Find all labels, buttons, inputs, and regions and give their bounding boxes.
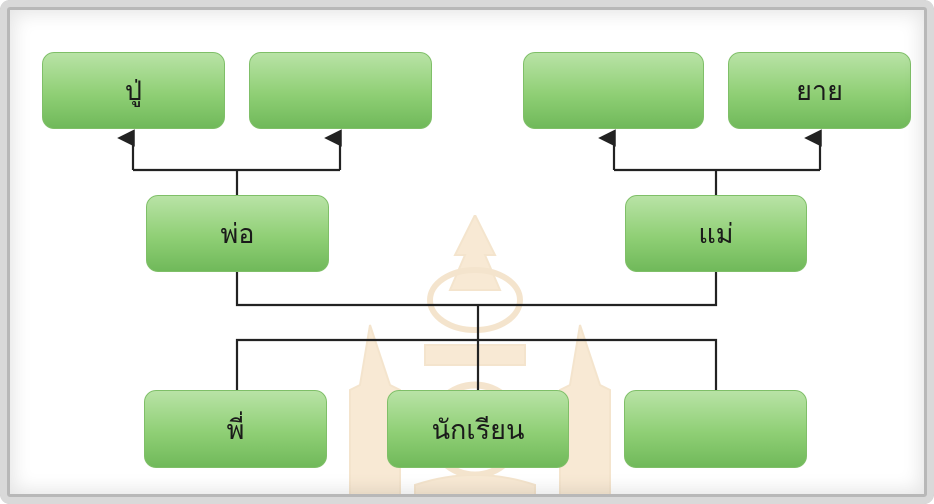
- elder-sibling-label: พี่: [226, 414, 245, 446]
- elder-sibling-box: พี่: [144, 390, 327, 468]
- grandmother-paternal-box: [249, 52, 432, 129]
- student-box: นักเรียน: [387, 390, 569, 468]
- connector-father-parents: [133, 168, 340, 195]
- father-label: พ่อ: [220, 219, 255, 250]
- grandmother-maternal-label: ยาย: [796, 76, 843, 107]
- grandmother-maternal-box: ยาย: [728, 52, 911, 129]
- grandfather-paternal-box: ปู่: [42, 52, 225, 129]
- student-label: นักเรียน: [431, 414, 525, 446]
- father-box: พ่อ: [146, 195, 329, 272]
- mother-box: แม่: [625, 195, 807, 272]
- grandfather-maternal-box: [523, 52, 704, 129]
- mother-label: แม่: [698, 219, 734, 250]
- younger-sibling-box: [624, 390, 807, 468]
- grandfather-paternal-label: ปู่: [124, 76, 143, 107]
- connector-parents-bar: [235, 272, 718, 307]
- connector-mother-parents: [614, 168, 820, 195]
- connector-children-bar: [235, 338, 718, 390]
